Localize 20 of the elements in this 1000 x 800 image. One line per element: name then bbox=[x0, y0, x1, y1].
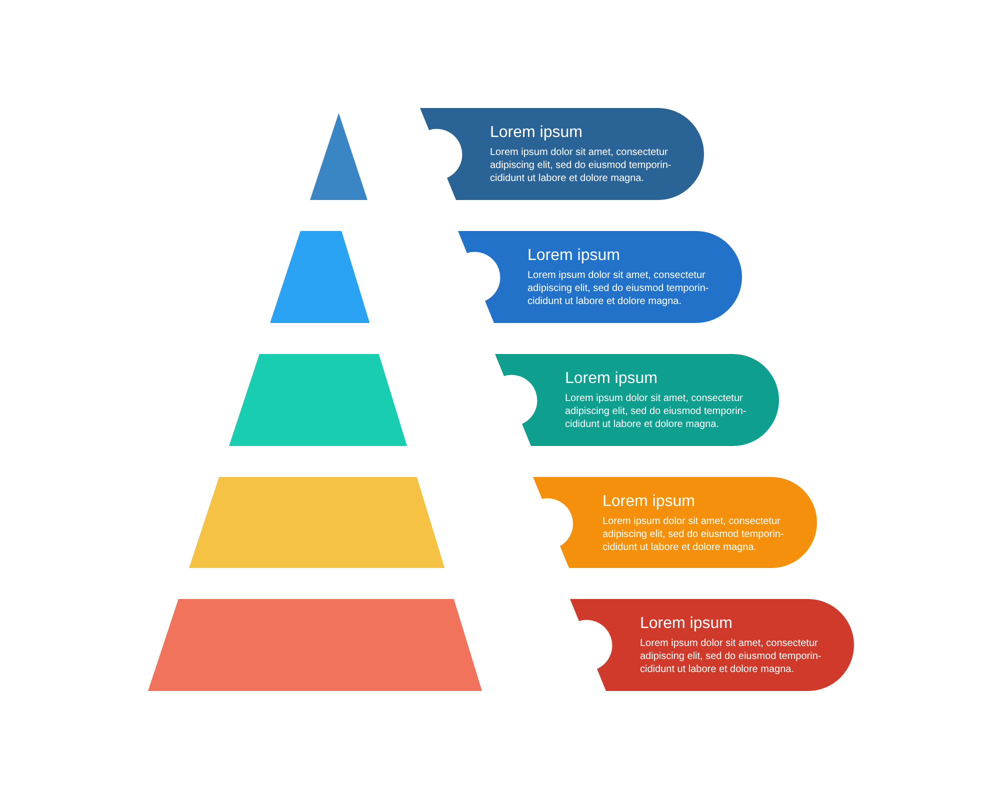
tab-description: Lorem ipsum dolor sit amet, consectetur adipiscing elit, sed do eiusmod temporin- cididunt ut labore et dolore magna. bbox=[490, 146, 672, 185]
pyramid-layer bbox=[188, 477, 444, 568]
info-tab bbox=[495, 354, 779, 446]
pyramid-layer bbox=[228, 354, 407, 446]
info-tab bbox=[420, 108, 704, 200]
info-tab bbox=[532, 477, 816, 568]
tab-description: Lorem ipsum dolor sit amet, consectetur adipiscing elit, sed do eiusmod temporin- cididunt ut labore et dolore magna. bbox=[565, 392, 748, 431]
tab-heading: Lorem ipsum bbox=[490, 124, 582, 142]
tab-description: Lorem ipsum dolor sit amet, consectetur adipiscing elit, sed do eiusmod temporin- cididunt ut labore et dolore magna. bbox=[602, 515, 785, 554]
pyramid-layer bbox=[270, 231, 370, 323]
pyramid-layer bbox=[148, 599, 482, 691]
tab-description: Lorem ipsum dolor sit amet, consectetur adipiscing elit, sed do eiusmod temporin- cididunt ut labore et dolore magna. bbox=[528, 269, 710, 308]
tab-heading: Lorem ipsum bbox=[640, 615, 732, 633]
pyramid-top-triangle bbox=[310, 113, 368, 200]
info-tab bbox=[458, 231, 742, 323]
tab-heading: Lorem ipsum bbox=[528, 247, 620, 265]
tab-heading: Lorem ipsum bbox=[565, 370, 658, 388]
tab-description: Lorem ipsum dolor sit amet, consectetur adipiscing elit, sed do eiusmod temporin- cididunt ut labore et dolore magna. bbox=[640, 637, 822, 676]
info-tab bbox=[570, 599, 854, 691]
tab-heading: Lorem ipsum bbox=[602, 493, 695, 511]
